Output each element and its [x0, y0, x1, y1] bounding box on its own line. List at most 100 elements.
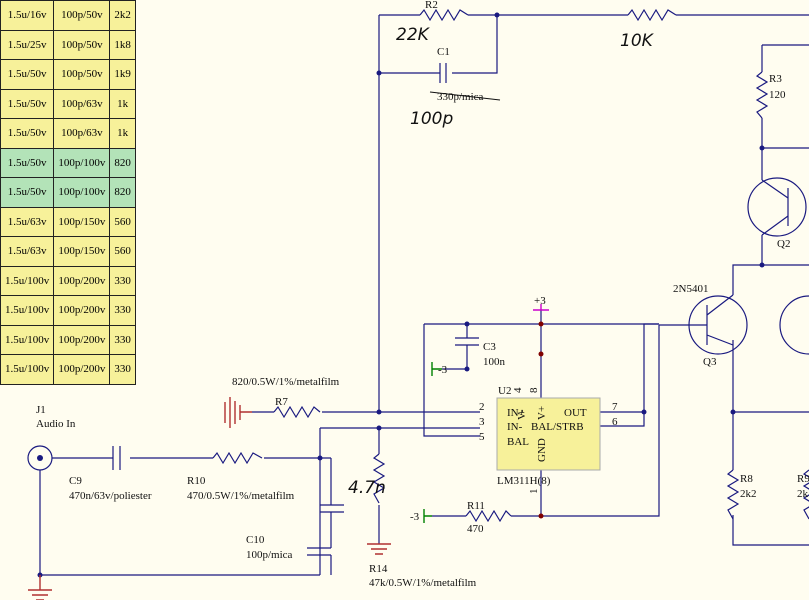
- table-cell-cap: 100p/50v: [53, 59, 111, 90]
- u2-pin-vplus: V+: [536, 406, 548, 420]
- c3-value: 100n: [483, 356, 506, 368]
- audio-in-jack: [27, 445, 53, 471]
- c-4n7-symbol: [320, 504, 344, 513]
- table-cell-r: 820: [109, 147, 136, 178]
- c3-symbol: [455, 337, 479, 353]
- r9-label: R9: [797, 473, 809, 485]
- q4-partial-symbol: [779, 295, 809, 355]
- r7-label: R7: [275, 396, 288, 408]
- table-cell-cap: 100p/150v: [53, 206, 111, 237]
- r2-symbol: [419, 8, 469, 22]
- r14-symbol: [372, 453, 386, 504]
- table-cell-r: 1k: [109, 88, 136, 119]
- table-cell-r: 330: [109, 354, 136, 385]
- r14-label: R14: [369, 563, 388, 575]
- r3-label: R3: [769, 73, 782, 85]
- u2-pin-bal: BAL: [507, 436, 529, 448]
- table-cell-cap: 100p/63v: [53, 118, 111, 149]
- c3-label: C3: [483, 341, 496, 353]
- r10-symbol: [212, 451, 263, 465]
- r8-label: R8: [740, 473, 753, 485]
- table-cell-c: 1.5u/16v: [0, 0, 55, 31]
- c1-label: C1: [437, 46, 450, 58]
- pin-2: 2: [479, 401, 485, 413]
- c9-label: C9: [69, 475, 82, 487]
- j1-value: Audio In: [36, 418, 76, 430]
- c1-value: 330p/mica: [437, 91, 484, 103]
- c1-symbol: [439, 63, 447, 83]
- table-cell-r: 330: [109, 324, 136, 355]
- table-cell-c: 1.5u/100v: [0, 265, 55, 296]
- table-cell-cap: 100p/50v: [53, 0, 111, 31]
- table-cell-r: 560: [109, 206, 136, 237]
- c10-label: C10: [246, 534, 265, 546]
- u2-pin-vminus: V-: [516, 409, 528, 420]
- q3-part: 2N5401: [673, 283, 708, 295]
- c1-strikeout: [429, 91, 501, 101]
- c9-symbol: [112, 446, 121, 470]
- c-4n7-handwritten: 4.7n: [348, 478, 386, 498]
- table-cell-r: 820: [109, 177, 136, 208]
- table-cell-cap: 100p/63v: [53, 88, 111, 119]
- vminus-label-2: -3: [410, 511, 420, 523]
- j1-label: J1: [36, 404, 46, 416]
- r9-symbol: [802, 469, 809, 520]
- transistors: [688, 177, 809, 355]
- table-cell-c: 1.5u/100v: [0, 295, 55, 326]
- table-cell-r: 1k8: [109, 29, 136, 60]
- table-cell-r: 1k9: [109, 59, 136, 90]
- table-cell-r: 560: [109, 236, 136, 267]
- table-cell-cap: 100p/200v: [53, 265, 111, 296]
- table-cell-cap: 100p/50v: [53, 29, 111, 60]
- r7-value: 820/0.5W/1%/metalfilm: [232, 376, 340, 388]
- junctions: [37, 12, 765, 578]
- r11-label: R11: [467, 500, 485, 512]
- r3-value: 120: [769, 89, 786, 101]
- u2-pin-in-minus: IN-: [507, 421, 523, 433]
- u2-pin-bal-strb: BAL/STRB: [531, 421, 584, 433]
- vplus-label: +3: [534, 295, 546, 307]
- pin-1: 1: [528, 489, 540, 495]
- r14-value: 47k/0.5W/1%/metalfilm: [369, 577, 477, 589]
- pin-5: 5: [479, 431, 485, 443]
- r8-symbol: [726, 469, 740, 520]
- r2-label: R2: [425, 0, 438, 11]
- r11-symbol: [465, 509, 512, 523]
- pin-7: 7: [612, 401, 618, 413]
- pin-6: 6: [612, 416, 618, 428]
- table-cell-c: 1.5u/50v: [0, 88, 55, 119]
- r10k-handwritten: 10K: [620, 31, 655, 51]
- r2-handwritten: 22K: [396, 25, 431, 45]
- table-cell-cap: 100p/100v: [53, 177, 111, 208]
- pin-8: 8: [528, 387, 540, 393]
- table-cell-r: 330: [109, 265, 136, 296]
- labels: R2 22K C1 330p/mica 100p 10K R3 120 Q2 2…: [36, 0, 809, 589]
- c1-handwritten: 100p: [410, 109, 453, 129]
- c9-value: 470n/63v/poliester: [69, 490, 152, 502]
- q3-symbol: [688, 295, 748, 355]
- capacitors: [112, 63, 501, 556]
- table-cell-cap: 100p/200v: [53, 354, 111, 385]
- pin-3: 3: [479, 416, 485, 428]
- wires: [39, 14, 809, 576]
- power-symbols: [423, 304, 549, 523]
- u2-pin-out: OUT: [564, 407, 587, 419]
- u2-part: LM311H(8): [497, 475, 551, 487]
- r11-value: 470: [467, 523, 484, 535]
- u2-body: [496, 397, 601, 471]
- vminus-label-1: -3: [438, 364, 448, 376]
- c10-symbol: [307, 547, 331, 556]
- r3-symbol: [755, 71, 769, 119]
- r10-value: 470/0.5W/1%/metalfilm: [187, 490, 295, 502]
- table-cell-c: 1.5u/50v: [0, 177, 55, 208]
- table-cell-r: 330: [109, 295, 136, 326]
- grounds: [28, 397, 391, 600]
- table-cell-c: 1.5u/50v: [0, 147, 55, 178]
- q3-label: Q3: [703, 356, 717, 368]
